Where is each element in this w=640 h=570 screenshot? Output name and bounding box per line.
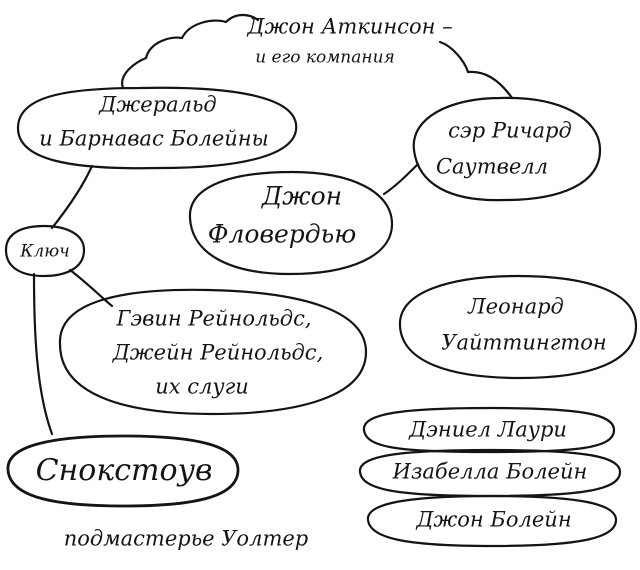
lowry-label: Дэниел Лаури — [408, 418, 567, 442]
connector-key-snokstow — [32, 272, 54, 436]
boleyns-line-2: и Барнавас Болейны — [39, 127, 268, 151]
connector-boleyns-key — [50, 164, 94, 230]
node-john-boleyn: Джон Болейн — [366, 494, 618, 548]
southwell-outline — [412, 96, 602, 202]
boleyns-line-1: Джеральд — [98, 93, 216, 117]
flowerdew-line-2: Фловердью — [208, 220, 357, 249]
john-boleyn-label: Джон Болейн — [415, 508, 571, 532]
atkinson-line-2: и его компания — [255, 48, 395, 68]
key-label: Ключ — [19, 242, 70, 262]
node-lowry: Дэниел Лаури — [362, 406, 616, 454]
node-southwell: сэр Ричард Саутвелл — [412, 96, 602, 202]
node-isabella: Изабелла Болейн — [358, 448, 622, 498]
john-boleyn-outline — [366, 494, 618, 548]
whittington-outline — [398, 274, 638, 380]
reynolds-line-1: Гэвин Рейнольдс, — [115, 307, 311, 331]
whittington-line-2: Уайттингтон — [441, 331, 606, 355]
reynolds-outline — [58, 288, 368, 416]
snokstow-label: Снокстоув — [36, 453, 213, 488]
key-outline — [4, 224, 86, 278]
reynolds-line-3: их слуги — [155, 375, 249, 399]
flowerdew-line-1: Джон — [261, 182, 342, 211]
snokstow-outline — [6, 434, 240, 508]
isabella-label: Изабелла Болейн — [392, 460, 588, 484]
southwell-line-2: Саутвелл — [436, 155, 548, 179]
node-flowerdew: Джон Фловердью — [188, 170, 394, 276]
isabella-outline — [358, 448, 622, 498]
reynolds-line-2: Джейн Рейнольдс, — [112, 341, 324, 365]
connector-atkinson-right — [438, 40, 514, 100]
whittington-line-1: Леонард — [467, 295, 564, 319]
node-boleyns: Джеральд и Барнавас Болейны — [16, 86, 298, 170]
southwell-line-1: сэр Ричард — [448, 119, 572, 143]
connector-atkinson-cloud — [121, 13, 260, 90]
node-reynolds: Гэвин Рейнольдс, Джейн Рейнольдс, их слу… — [58, 288, 368, 416]
boleyns-outline — [16, 86, 298, 170]
node-atkinson: Джон Аткинсон – и его компания — [246, 15, 452, 68]
atkinson-line-1: Джон Аткинсон – — [246, 15, 452, 39]
connector-key-reynolds — [68, 268, 114, 308]
node-whittington: Леонард Уайттингтон — [398, 274, 638, 380]
flowerdew-outline — [188, 170, 394, 276]
node-key: Ключ — [4, 224, 86, 278]
connector-southwell-flowerdew — [382, 162, 420, 196]
node-snokstow: Снокстоув — [6, 434, 240, 508]
apprentice-label: подмастерье Уолтер — [64, 527, 308, 551]
